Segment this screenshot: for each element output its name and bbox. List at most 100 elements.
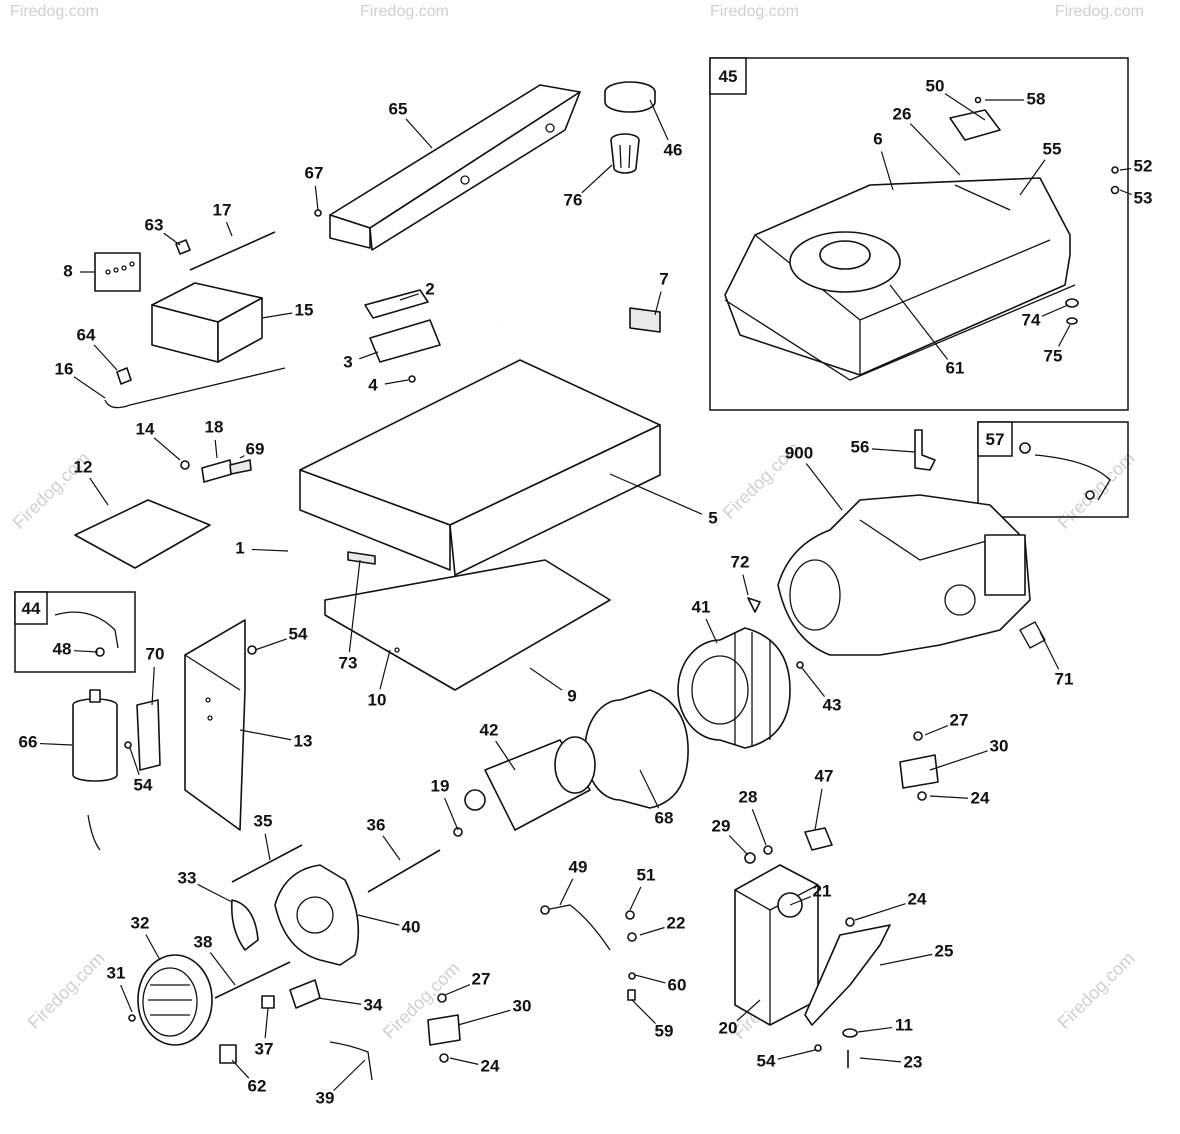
part-74-spacer <box>1065 298 1079 308</box>
leader-line-c54c <box>777 1049 816 1060</box>
part-24-nut-right <box>845 917 855 927</box>
leader-line-c34 <box>317 997 362 1005</box>
part-20-muffler <box>734 864 819 1026</box>
callout-label-c8: 8 <box>63 261 72 280</box>
watermark: Firedog.com <box>10 3 99 20</box>
part-43-screw <box>796 661 804 669</box>
callout-label-c900: 900 <box>785 443 813 462</box>
part-54-screw-c <box>814 1044 822 1052</box>
part-71-spring <box>1019 621 1046 649</box>
callout-label-c15: 15 <box>295 300 314 319</box>
leader-line-c70 <box>151 666 155 706</box>
part-32-end-cover <box>137 954 213 1046</box>
part-60-washer <box>628 972 636 980</box>
leader-line-c18 <box>214 439 218 459</box>
leader-line-c74 <box>1041 304 1069 317</box>
callout-label-c13: 13 <box>294 731 313 750</box>
leader-lines <box>39 93 1133 1092</box>
callout-label-c11: 11 <box>895 1015 913 1034</box>
leader-line-c23 <box>859 1057 902 1063</box>
leader-line-c17 <box>225 221 233 237</box>
callout-label-c16: 16 <box>55 359 74 378</box>
callout-label-c73: 73 <box>339 653 358 672</box>
callout-label-c37: 37 <box>255 1039 274 1058</box>
part-73-label <box>347 551 376 565</box>
leader-line-c72 <box>742 574 749 596</box>
part-900-engine <box>777 494 1031 656</box>
leader-line-c12 <box>89 477 109 506</box>
callout-label-c38: 38 <box>194 932 213 951</box>
callout-label-c6: 6 <box>873 129 882 148</box>
callout-label-c17: 17 <box>213 200 232 219</box>
watermark: Firedog.com <box>1054 948 1139 1033</box>
callout-label-c49: 49 <box>569 857 588 876</box>
part-12-panel <box>74 499 211 569</box>
leader-line-c900 <box>805 463 843 511</box>
callout-label-c3: 3 <box>343 352 352 371</box>
leader-line-c24b <box>854 903 906 921</box>
leader-line-c67 <box>314 185 319 211</box>
leader-line-c55 <box>1019 159 1046 196</box>
part-31-screw <box>128 1014 136 1022</box>
watermark: Firedog.com <box>24 948 109 1033</box>
leader-line-c5 <box>609 473 703 515</box>
part-28-gasket <box>763 845 773 855</box>
leader-line-c10 <box>379 649 391 690</box>
leader-line-c42 <box>495 740 516 771</box>
part-67-screw <box>314 209 322 217</box>
leader-line-c29 <box>728 835 749 856</box>
part-63-bolt <box>175 239 191 255</box>
callout-label-c29: 29 <box>712 816 731 835</box>
leader-line-c75 <box>1058 324 1071 347</box>
part-58-screw <box>974 96 982 104</box>
leader-line-c3 <box>359 351 379 360</box>
callout-label-c7: 7 <box>659 269 668 288</box>
callout-label-c9: 9 <box>567 686 576 705</box>
leader-line-c53 <box>1119 189 1133 196</box>
callout-label-c70: 70 <box>146 644 165 663</box>
part-44-hose <box>54 611 119 649</box>
leader-line-c54a <box>254 638 287 651</box>
leader-line-c56 <box>871 448 916 453</box>
callout-label-c51: 51 <box>637 865 656 884</box>
leader-line-c13 <box>239 729 292 741</box>
part-16-strap <box>104 367 286 409</box>
leader-line-c66 <box>39 742 73 746</box>
part-15-battery <box>151 282 263 363</box>
leader-line-c60 <box>634 974 666 984</box>
part-17-rod <box>189 231 276 271</box>
callout-label-c76: 76 <box>564 190 583 209</box>
leader-line-c1 <box>251 548 289 552</box>
part-66-filter <box>72 689 118 782</box>
part-22-nut <box>627 932 637 942</box>
leader-line-c22 <box>639 926 665 936</box>
callout-label-c33: 33 <box>178 868 197 887</box>
part-11-washer <box>842 1028 858 1038</box>
leader-line-c26 <box>909 123 961 176</box>
leader-line-c33 <box>197 883 233 903</box>
leader-line-c7 <box>654 291 662 316</box>
part-24-nut-upper <box>917 791 927 801</box>
leader-line-c11 <box>857 1026 893 1033</box>
callout-label-c30a: 30 <box>990 736 1009 755</box>
leader-line-c38 <box>209 952 236 986</box>
leader-line-c16 <box>73 376 106 399</box>
leader-line-c43 <box>801 667 826 697</box>
callout-label-c20: 20 <box>719 1018 738 1037</box>
part-41-stator <box>677 627 791 749</box>
part-56-fuel-valve <box>914 429 936 471</box>
callout-label-c68: 68 <box>655 808 674 827</box>
part-50-gauge <box>949 109 1001 141</box>
callout-labels: 1234567891011121314151617181920212223242… <box>19 76 1153 1107</box>
part-57-inset-hose <box>1019 442 1111 501</box>
callout-label-c32: 32 <box>131 913 150 932</box>
leader-line-c15 <box>261 312 293 319</box>
leader-line-c76 <box>581 164 613 194</box>
part-29-nut <box>744 852 756 864</box>
callout-label-c66: 66 <box>19 732 38 751</box>
callout-label-c42: 42 <box>480 720 499 739</box>
part-70-bracket <box>136 699 161 771</box>
callout-label-c58: 58 <box>1027 89 1046 108</box>
part-27-nut-upper <box>913 731 923 741</box>
leader-line-c59 <box>631 999 656 1024</box>
